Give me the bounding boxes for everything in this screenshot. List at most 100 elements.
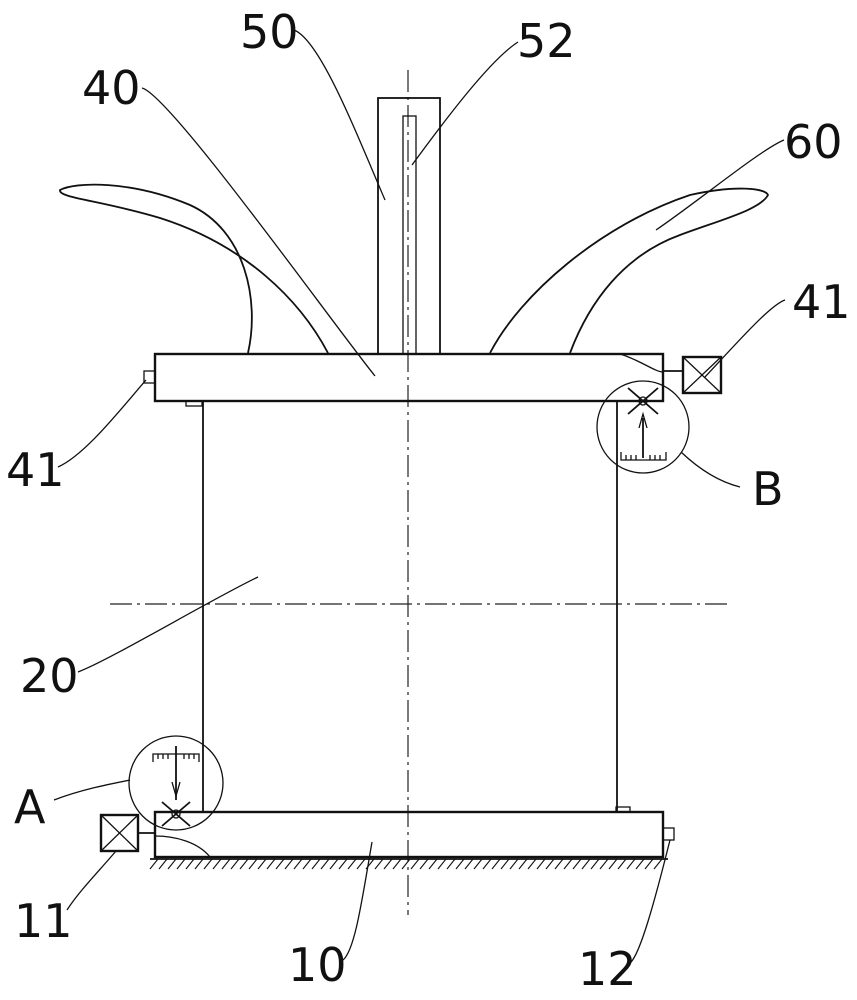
label-20: 20 — [20, 649, 79, 703]
hatch-stroke — [239, 858, 249, 870]
hatch-stroke — [635, 858, 645, 870]
hatch-stroke — [518, 858, 528, 870]
petal-left — [59, 183, 329, 354]
base-motor-cross-2 — [100, 814, 139, 852]
top-plate-pin-left — [143, 370, 156, 384]
hatch-stroke — [554, 858, 564, 870]
label-12: 12 — [578, 942, 637, 996]
hatch-stroke — [167, 858, 177, 870]
detail-b-circle — [596, 380, 690, 474]
base-body — [153, 810, 665, 859]
hatch-stroke — [590, 858, 600, 870]
stem-slot — [402, 115, 417, 355]
hatch-stroke — [302, 858, 312, 870]
hatch-stroke — [212, 858, 222, 870]
hatch-stroke — [428, 858, 438, 870]
hatch-stroke — [509, 858, 519, 870]
hatch-stroke — [266, 858, 276, 870]
detail-b-fan-blade-2 — [627, 387, 659, 415]
hatch-stroke — [563, 858, 573, 870]
leader-11 — [66, 850, 117, 911]
top-plate-right-cut — [619, 353, 664, 373]
hatch-stroke — [617, 858, 627, 870]
top-plate — [143, 352, 723, 407]
leader-10 — [342, 841, 373, 961]
label-11: 11 — [14, 894, 73, 948]
leader-40 — [141, 87, 376, 377]
ground — [149, 858, 668, 870]
hatch-stroke — [311, 858, 321, 870]
leader-20 — [77, 576, 259, 673]
detail-a-fan-blade-2 — [161, 801, 191, 827]
top-plate-nub-left — [185, 400, 203, 407]
base-left-cut — [154, 835, 211, 858]
hatch-stroke — [392, 858, 402, 870]
hatch-stroke — [338, 858, 348, 870]
hatch-stroke — [473, 858, 483, 870]
hatch-stroke — [248, 858, 258, 870]
hatch-stroke — [347, 858, 357, 870]
hatch-stroke — [329, 858, 339, 870]
hatch-stroke — [176, 858, 186, 870]
hatch-stroke — [320, 858, 330, 870]
hatch-stroke — [158, 858, 168, 870]
detail-a — [128, 735, 224, 831]
hatch-stroke — [293, 858, 303, 870]
ground-hatching — [149, 858, 663, 870]
top-plate-motor-box — [681, 355, 723, 395]
hatch-stroke — [257, 858, 267, 870]
hatch-stroke — [545, 858, 555, 870]
hatch-stroke — [536, 858, 546, 870]
base-pin-right — [662, 827, 675, 841]
leader-60 — [655, 139, 785, 231]
hatch-stroke — [185, 858, 195, 870]
label-50: 50 — [240, 5, 299, 59]
hatch-stroke — [149, 858, 159, 870]
center-lines — [110, 70, 728, 915]
detail-b-needle-tip — [638, 411, 648, 429]
hatch-stroke — [410, 858, 420, 870]
stem-body — [377, 97, 441, 355]
leader-50 — [293, 29, 386, 201]
hatch-stroke — [464, 858, 474, 870]
column — [202, 401, 631, 813]
stem — [377, 97, 441, 355]
hatch-stroke — [491, 858, 501, 870]
leader-12 — [629, 839, 671, 964]
hatch-stroke — [221, 858, 231, 870]
hatch-stroke — [653, 858, 663, 870]
petal-right — [489, 187, 769, 354]
detail-a-hub — [171, 809, 181, 819]
label-40: 40 — [82, 61, 141, 115]
hatch-stroke — [275, 858, 285, 870]
detail-a-circle — [128, 735, 224, 831]
top-plate-body — [153, 352, 665, 403]
label-60: 60 — [784, 115, 843, 169]
base — [99, 810, 675, 859]
hatch-stroke — [644, 858, 654, 870]
hatch-stroke — [500, 858, 510, 870]
hatch-stroke — [455, 858, 465, 870]
hatch-stroke — [230, 858, 240, 870]
leader-b — [680, 451, 741, 488]
leader-52 — [411, 41, 519, 166]
leader-lines — [53, 29, 786, 964]
top-plate-motor-cross-2 — [682, 356, 722, 394]
detail-b — [596, 380, 690, 474]
hatch-stroke — [482, 858, 492, 870]
label-41-left: 41 — [6, 443, 65, 497]
hatch-stroke — [608, 858, 618, 870]
hatch-stroke — [383, 858, 393, 870]
hatch-stroke — [581, 858, 591, 870]
hatch-stroke — [356, 858, 366, 870]
base-motor-box — [99, 813, 140, 853]
label-b: B — [752, 462, 784, 516]
reference-labels: 50 52 40 60 41 41 B 20 A 11 10 12 — [6, 5, 851, 996]
hatch-stroke — [437, 858, 447, 870]
detail-a-needle-tip — [171, 781, 181, 799]
leader-41-left — [57, 379, 147, 468]
label-a: A — [14, 780, 46, 834]
leader-a — [53, 779, 131, 801]
hatch-stroke — [194, 858, 204, 870]
